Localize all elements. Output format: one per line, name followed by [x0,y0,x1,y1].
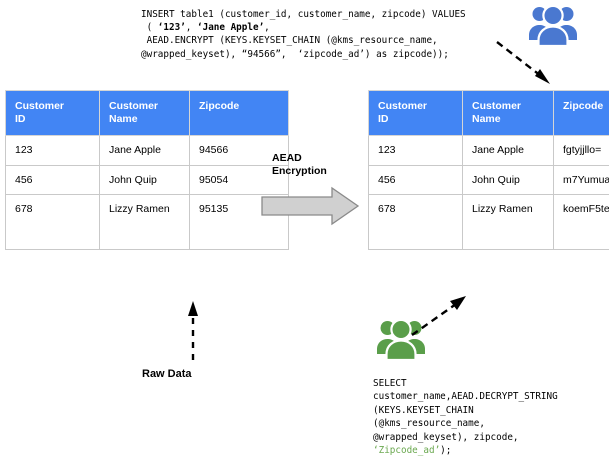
header-line-2 [563,113,566,125]
dashed-up-right-arrow-icon [410,295,472,342]
insert-query-text: INSERT table1 (customer_id, customer_nam… [141,8,466,61]
people-group-icon [528,2,578,53]
insert-query-line-2-mid: , [185,22,197,34]
header-line-2: Name [109,113,138,125]
cell-customer-id: 456 [368,164,463,195]
insert-query-line-2-suffix: , [264,22,270,34]
cell-customer-name: John Quip [462,164,554,195]
select-query-keyset-literal: ‘Zipcode_ad’ [373,445,441,457]
column-header-zipcode: Zipcode [189,90,289,136]
aead-label-line-2: Encryption [272,165,327,177]
header-line-1: Customer [472,100,522,112]
table-row: 456 John Quip m7Yumuawqry [368,164,609,195]
insert-query-value-customer-id: ‘123’ [157,22,186,34]
cell-zipcode: koemF5ter= [553,194,609,250]
cell-customer-id: 678 [5,194,100,250]
cell-customer-id: 456 [5,164,100,195]
select-query-line-4: (@kms_resource_name, [373,418,485,430]
header-line-2: ID [15,113,26,125]
cell-zipcode: fgtyjjllo= [553,135,609,166]
insert-query-line-4: @wrapped_keyset), “94566”, ‘zipcode_ad’)… [141,48,449,60]
insert-query-line-3: AEAD.ENCRYPT (KEYS.KEYSET_CHAIN (@kms_re… [141,35,438,47]
table-row: 678 Lizzy Ramen 95135 [5,194,289,250]
select-query-line-3: (KEYS.KEYSET_CHAIN [373,404,474,416]
header-line-1: Customer [378,100,428,112]
people-group-icon [376,316,426,367]
select-query-line-1: SELECT [373,378,407,389]
cell-zipcode: 94566 [189,135,289,166]
dashed-up-arrow-icon [186,300,200,367]
cell-zipcode: 95054 [189,164,289,195]
cell-customer-name: Jane Apple [462,135,554,166]
aead-encryption-label: AEAD Encryption [272,152,327,178]
select-query-line-5: @wrapped_keyset), zipcode, [373,431,519,443]
insert-query-value-customer-name: ‘Jane Apple’ [197,22,265,34]
select-query-line-2: customer_name,AEAD.DECRYPT_STRING [373,391,558,403]
select-query-line-6-tail: ); [440,445,452,457]
header-line-1: Zipcode [563,100,604,112]
aead-label-line-1: AEAD [272,152,302,164]
raw-data-label: Raw Data [142,368,192,380]
cell-customer-id: 678 [368,194,463,250]
insert-query-line-2-prefix: ( [141,22,158,34]
cell-customer-name: Jane Apple [99,135,190,166]
table-row: 123 Jane Apple 94566 [5,135,289,166]
table-row: 456 John Quip 95054 [5,164,289,195]
header-line-2 [199,113,202,125]
table-row: 123 Jane Apple fgtyjjllo= [368,135,609,166]
cell-customer-name: Lizzy Ramen [99,194,190,250]
table-row: 678 Lizzy Ramen koemF5ter= [368,194,609,250]
header-line-2: Name [472,113,501,125]
cell-zipcode: m7Yumuawqry [553,164,609,195]
column-header-zipcode: Zipcode [553,90,609,136]
dashed-down-right-arrow-icon [495,40,555,93]
header-line-1: Zipcode [199,100,240,112]
thick-right-arrow-icon [260,186,360,231]
cell-customer-id: 123 [5,135,100,166]
select-query-text: SELECT customer_name,AEAD.DECRYPT_STRING… [373,377,558,457]
cell-customer-name: Lizzy Ramen [462,194,554,250]
header-line-1: Customer [109,100,159,112]
cell-customer-name: John Quip [99,164,190,195]
cell-customer-id: 123 [368,135,463,166]
header-line-2: ID [378,113,389,125]
header-line-1: Customer [15,100,65,112]
insert-query-line-1: INSERT table1 (customer_id, customer_nam… [141,9,466,20]
